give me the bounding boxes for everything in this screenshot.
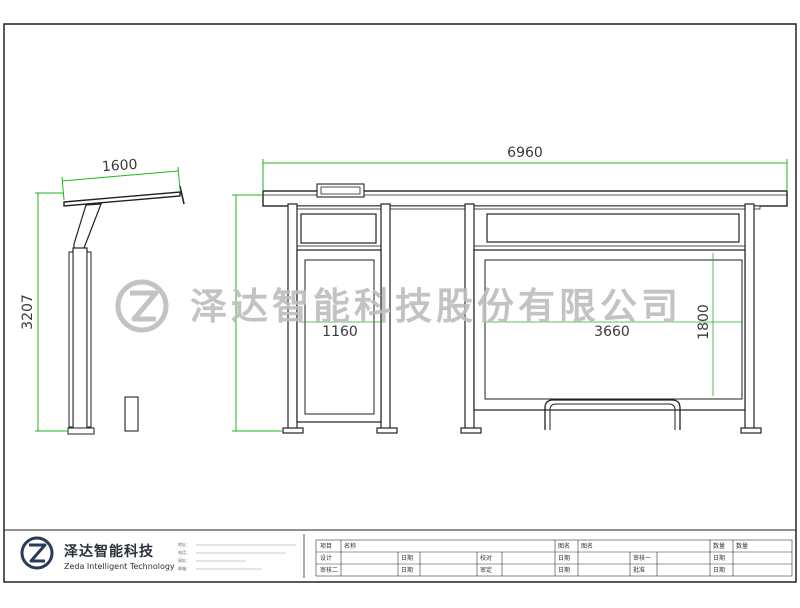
tb-row3-label-3: 审定 xyxy=(480,566,492,574)
tb-row2-label-4: 日期 xyxy=(558,554,570,562)
contact-line-1: 地址： xyxy=(178,541,190,547)
title-block: 泽达智能科技 Zeda Intelligent Technology 地址： 电… xyxy=(20,534,793,578)
tb-row2-label-5: 审核一 xyxy=(633,554,651,562)
outer-border xyxy=(3,23,797,583)
tb-row1-label-1: 项目 xyxy=(320,543,332,550)
dim-panel-height: 1800 xyxy=(696,304,712,340)
tb-row3-label-6: 日期 xyxy=(713,566,725,574)
dim-front-width: 6960 xyxy=(507,145,543,161)
side-bin xyxy=(124,396,139,432)
dim-side-width: 1600 xyxy=(101,157,138,175)
tb-row3-label-5: 批准 xyxy=(633,566,645,574)
dim-left-panel-width: 1160 xyxy=(322,324,358,340)
watermark-text: 泽达智能科技股份有限公司 xyxy=(190,285,682,328)
right-upper-lightbox xyxy=(486,213,740,243)
contact-line-4: 邮箱： xyxy=(178,565,190,571)
tb-row2-label-2: 日期 xyxy=(401,554,413,562)
left-upper-lightbox xyxy=(300,213,377,244)
tb-row3-label-4: 日期 xyxy=(558,566,570,574)
tb-row3-label-2: 日期 xyxy=(401,566,413,574)
tb-row2-label-1: 设计 xyxy=(320,554,332,562)
side-bracket xyxy=(73,203,102,253)
tb-row1-label-3: 图名 xyxy=(558,542,570,550)
tb-row1-label-2: 名称 xyxy=(344,542,356,550)
tb-row1-label-5: 数量 xyxy=(713,542,725,550)
tb-row2-label-3: 校对 xyxy=(480,554,492,562)
tb-row1-label-6: 数量 xyxy=(736,542,748,550)
bench xyxy=(544,399,681,430)
contact-line-3: 网址： xyxy=(178,557,190,563)
company-name-cn: 泽达智能科技 xyxy=(64,543,154,560)
contact-line-2: 电话： xyxy=(178,549,190,555)
watermark-logo-icon xyxy=(115,279,169,333)
company-name-en: Zeda Intelligent Technology xyxy=(64,562,175,571)
dim-side-height: 3207 xyxy=(20,294,36,330)
dim-right-panel-width: 3660 xyxy=(594,324,630,340)
watermark: 泽达智能科技股份有限公司 xyxy=(115,279,682,333)
side-post xyxy=(72,247,88,431)
tb-row2-label-6: 日期 xyxy=(713,554,725,562)
front-view: 6960 1160 3660 1800 xyxy=(232,145,788,434)
company-logo-icon xyxy=(20,536,54,570)
tb-row1-label-4: 图名 xyxy=(581,542,593,550)
tb-row3-label-1: 审核二 xyxy=(320,566,338,574)
side-roof xyxy=(63,191,181,207)
side-view: 1600 3207 xyxy=(20,157,185,435)
